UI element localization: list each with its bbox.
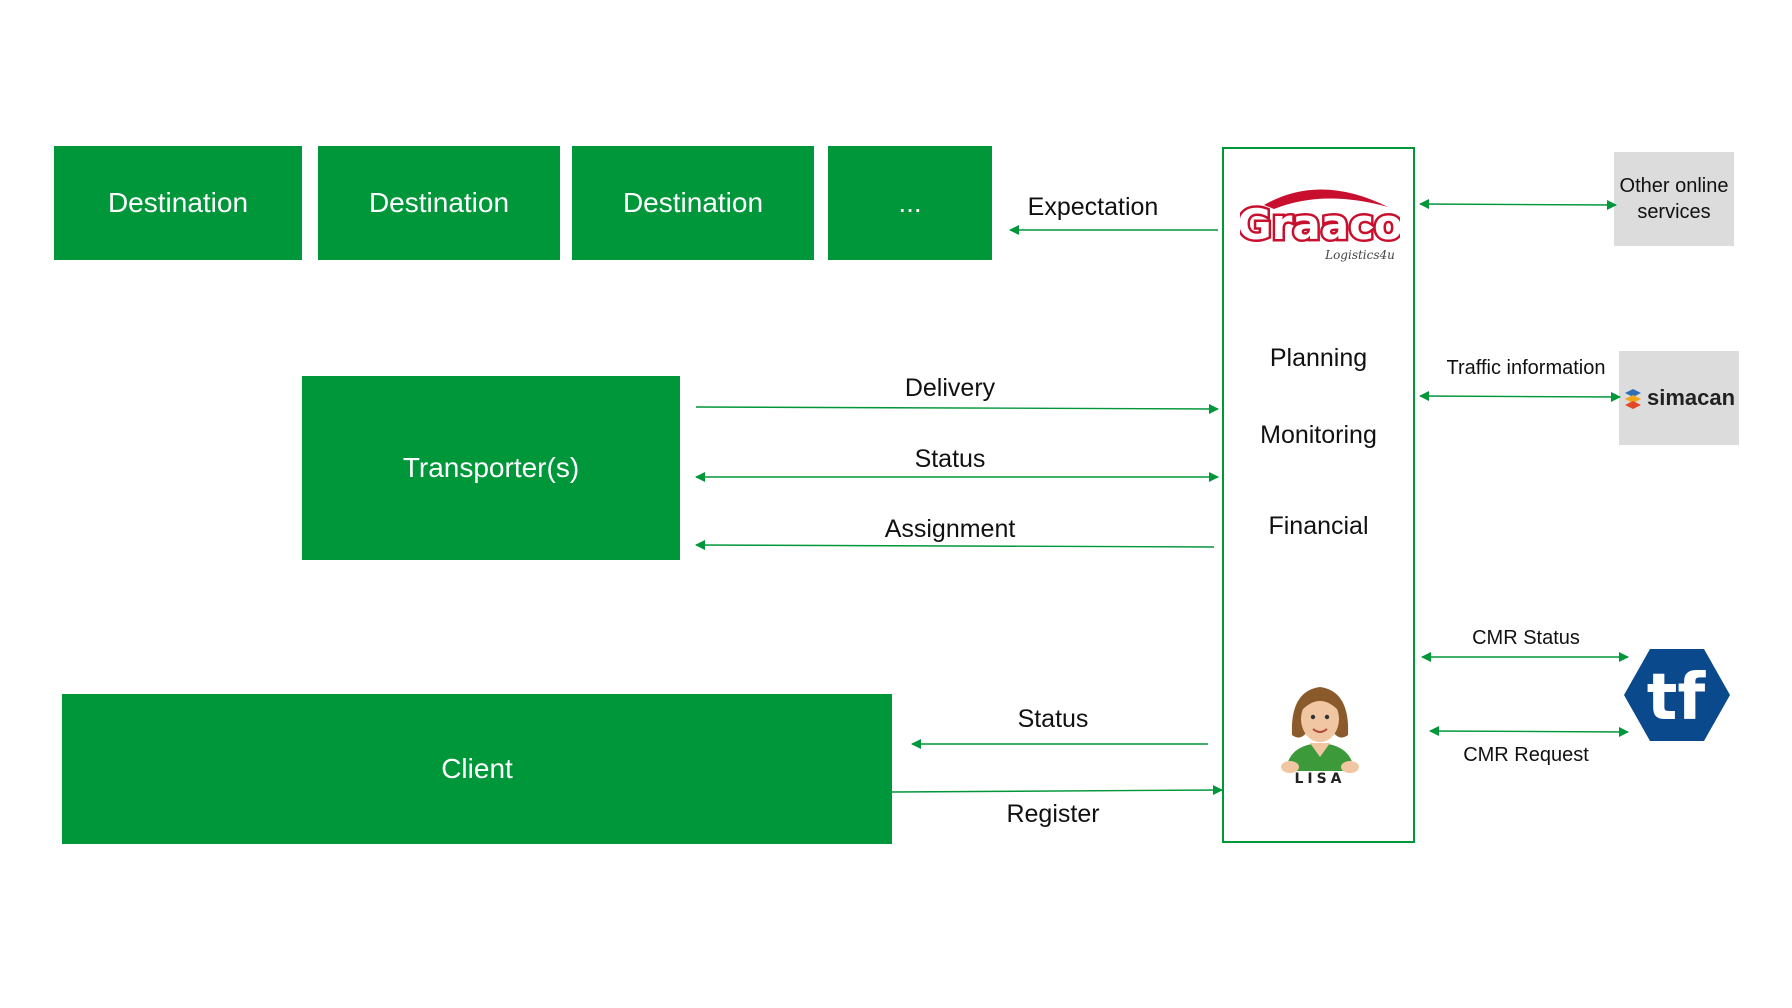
graaco-swoosh-icon — [1264, 189, 1388, 209]
graaco-logo-text: Graaco — [1240, 200, 1400, 249]
transporter-label: Transporter(s) — [402, 452, 580, 483]
simacan-layers-icon — [1624, 389, 1641, 409]
other-services-box: Other online services — [1614, 152, 1734, 246]
graaco-logo: Graaco Logistics4u — [1240, 189, 1400, 262]
register-label: Register — [1006, 800, 1100, 828]
client-box: Client — [62, 694, 892, 844]
cmr-request-arrow — [1429, 726, 1629, 737]
status-client-label: Status — [1017, 705, 1089, 733]
function-monitoring: Monitoring — [1260, 421, 1377, 449]
other-services-arrow — [1419, 199, 1617, 210]
transporter-box: Transporter(s) — [302, 376, 680, 560]
register-arrow — [891, 785, 1223, 796]
destination-label: Destination — [368, 187, 510, 218]
function-planning: Planning — [1269, 344, 1368, 372]
cmr-status-label: CMR Status — [1472, 627, 1580, 649]
destination-box-1: Destination — [54, 146, 302, 260]
status-transporter-label: Status — [914, 445, 986, 473]
simacan-box: simacan — [1619, 351, 1739, 445]
lisa-mascot-icon: LISA — [1281, 687, 1359, 785]
delivery-arrow — [695, 403, 1219, 414]
destination-label: ... — [898, 187, 922, 218]
assignment-label: Assignment — [884, 515, 1016, 543]
client-label: Client — [441, 753, 513, 784]
destination-label: Destination — [107, 187, 249, 218]
assignment-arrow — [695, 540, 1215, 551]
destination-box-2: Destination — [318, 146, 560, 260]
delivery-label: Delivery — [904, 374, 996, 402]
destination-label: Destination — [622, 187, 764, 218]
cmr-request-label: CMR Request — [1463, 744, 1589, 766]
graaco-system-box: Graaco Logistics4u Planning Monitoring F… — [1222, 147, 1415, 843]
traffic-info-arrow — [1419, 391, 1621, 402]
lisa-label: LISA — [1294, 771, 1345, 785]
expectation-label: Expectation — [1027, 193, 1159, 221]
transfollow-logo-text: tf — [1647, 661, 1707, 735]
destination-box-3: Destination — [572, 146, 814, 260]
transfollow-logo-icon: tf — [1624, 649, 1730, 741]
destination-box-more: ... — [828, 146, 992, 260]
other-services-label: Other online services — [1619, 175, 1729, 223]
traffic-information-label: Traffic information — [1446, 357, 1606, 379]
function-financial: Financial — [1268, 512, 1369, 540]
simacan-logo-text: simacan — [1646, 385, 1736, 410]
graaco-tagline: Logistics4u — [1324, 248, 1395, 262]
